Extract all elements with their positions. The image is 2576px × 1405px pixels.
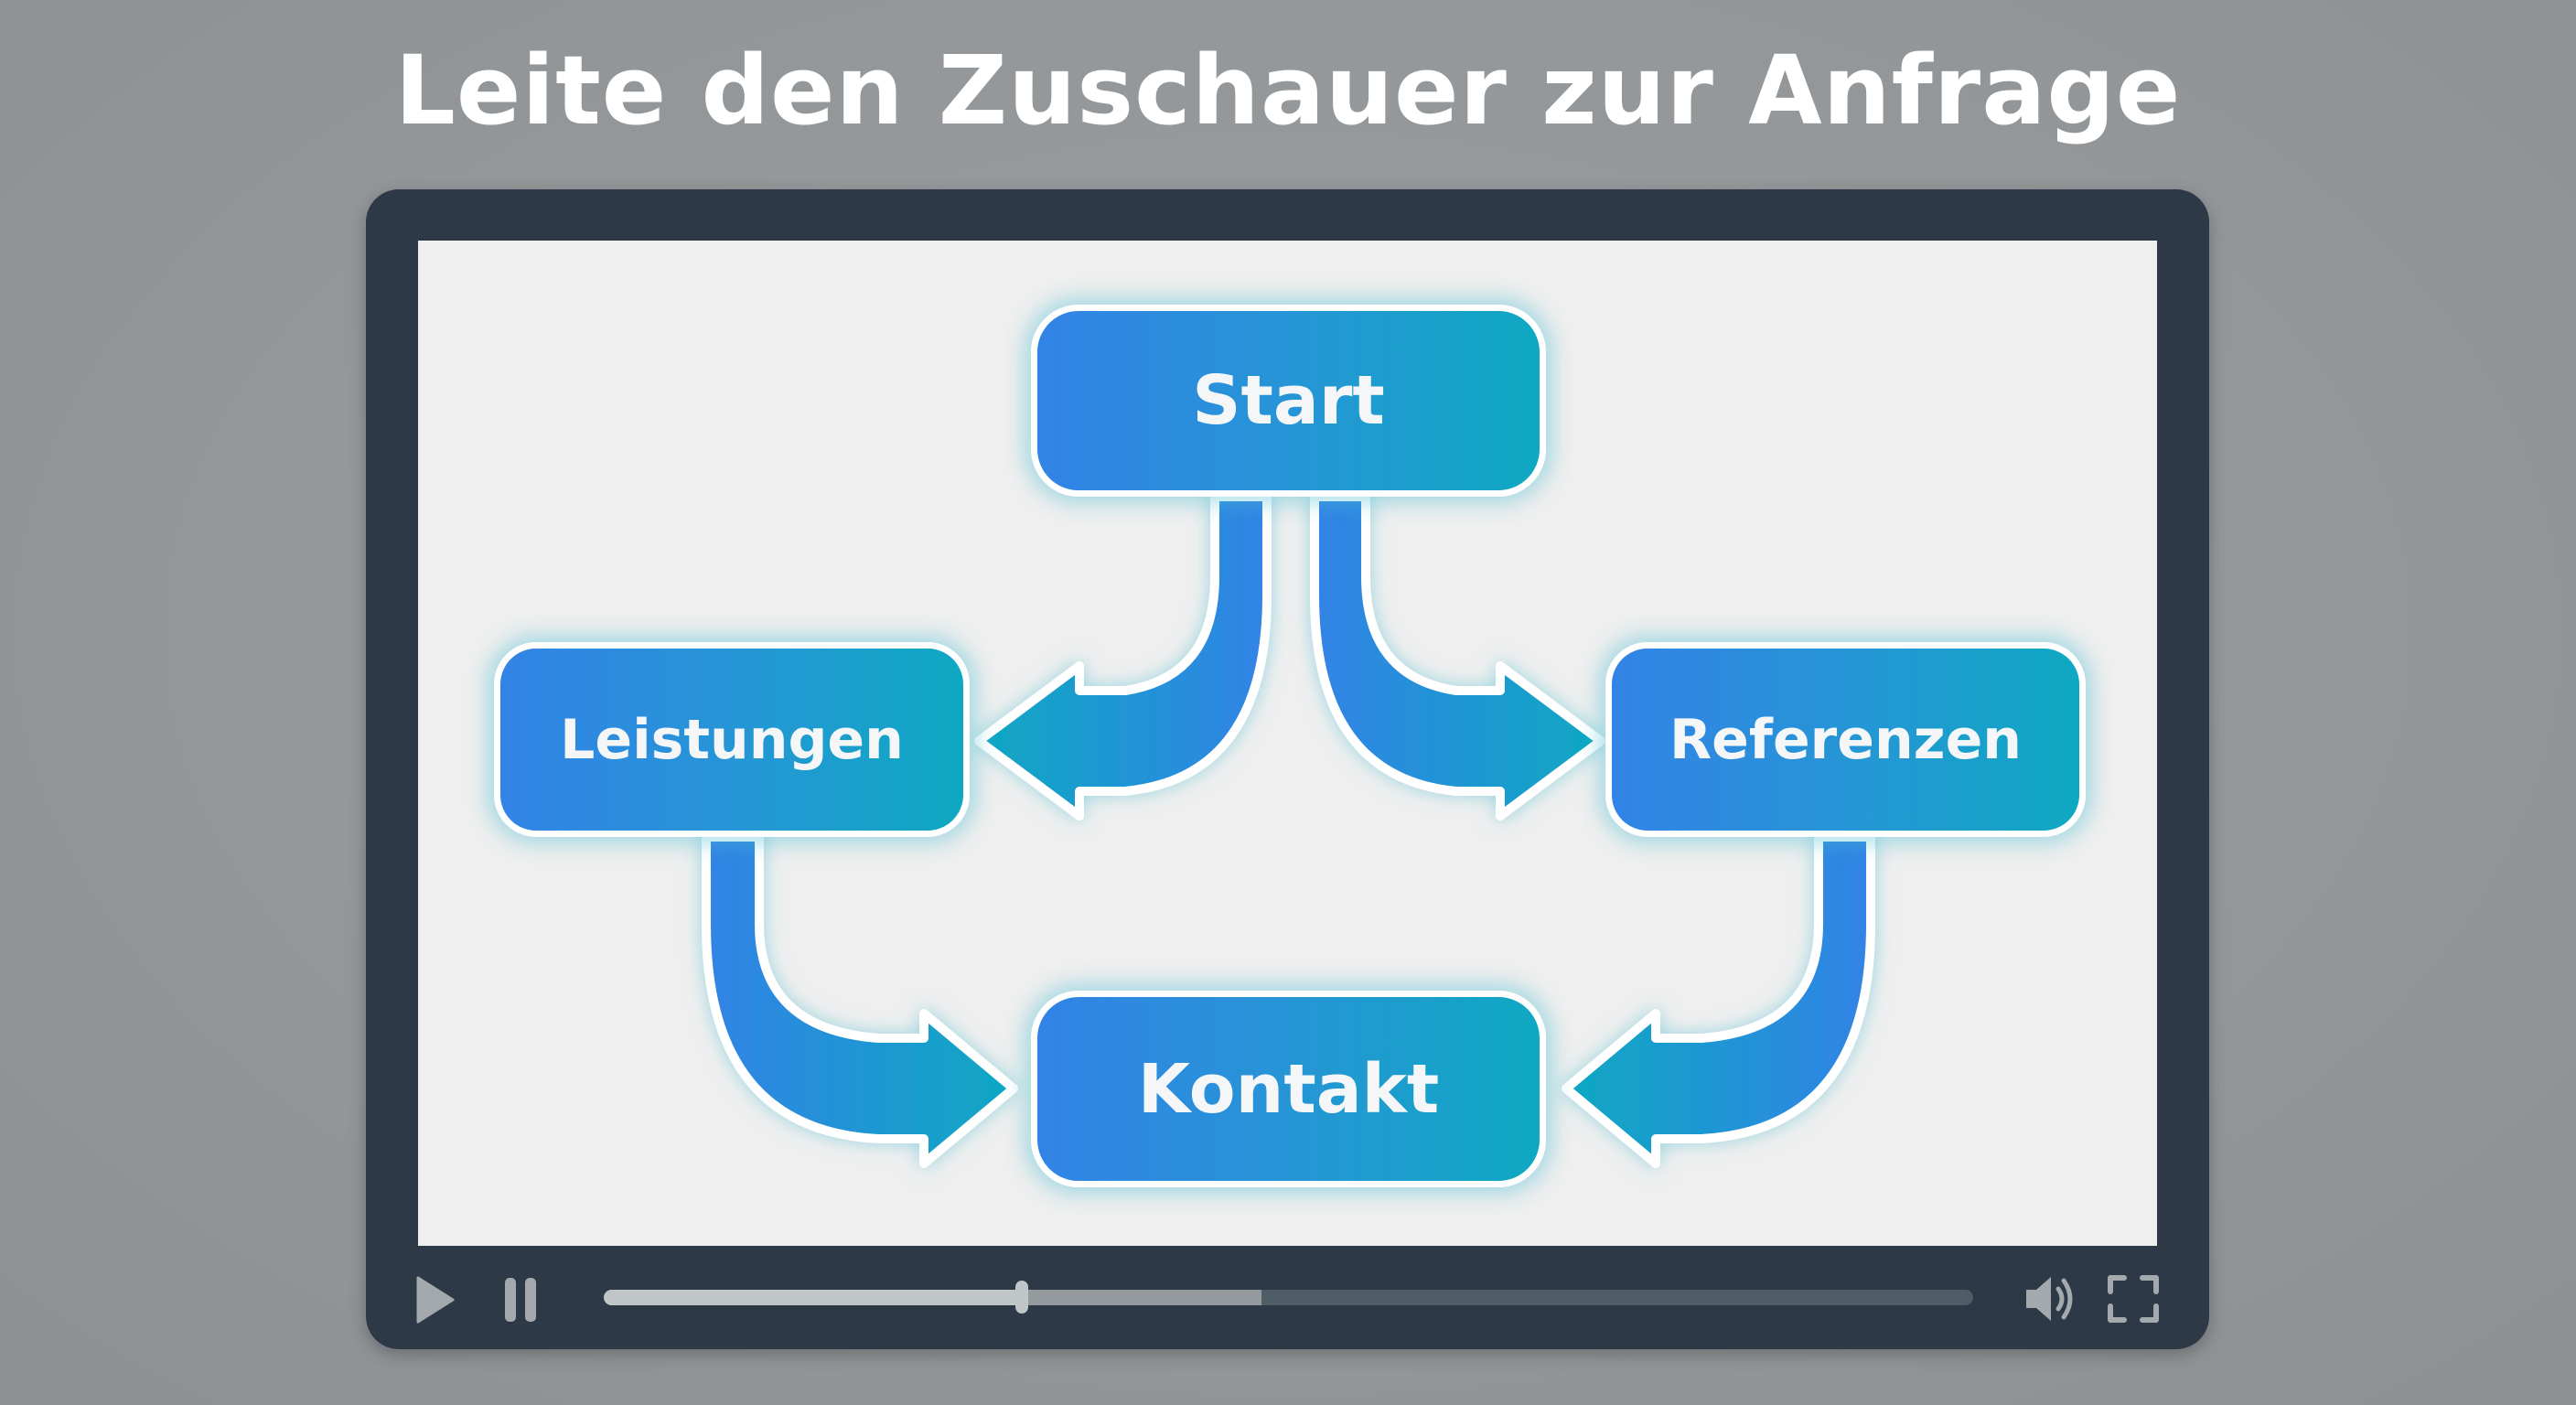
player-controls <box>366 1246 2209 1349</box>
video-screen[interactable]: Start Leistungen Referenzen Kontakt <box>418 241 2157 1246</box>
node-leistungen-label: Leistungen <box>560 707 904 772</box>
node-kontakt-label: Kontakt <box>1137 1049 1440 1129</box>
progress-thumb[interactable] <box>1015 1281 1028 1314</box>
progress-bar[interactable] <box>604 1290 1973 1305</box>
node-referenzen[interactable]: Referenzen <box>1605 642 2086 837</box>
arrow-referenzen-to-kontakt <box>1562 832 1875 1168</box>
flow-arrows <box>702 492 1875 1168</box>
node-start-label: Start <box>1192 361 1385 440</box>
node-leistungen[interactable]: Leistungen <box>494 642 970 837</box>
node-referenzen-label: Referenzen <box>1669 707 2023 772</box>
arrow-leistungen-to-kontakt <box>702 832 1018 1168</box>
page-title: Leite den Zuschauer zur Anfrage <box>394 35 2182 146</box>
fullscreen-icon[interactable] <box>2108 1275 2159 1323</box>
node-start[interactable]: Start <box>1031 305 1546 497</box>
progress-played <box>604 1290 1022 1305</box>
volume-icon[interactable] <box>2023 1273 2078 1325</box>
pause-icon[interactable] <box>503 1276 540 1324</box>
node-kontakt[interactable]: Kontakt <box>1031 991 1546 1187</box>
play-icon[interactable] <box>416 1276 456 1324</box>
video-player: Start Leistungen Referenzen Kontakt <box>366 189 2209 1349</box>
arrow-start-to-referenzen <box>1310 492 1605 820</box>
arrow-start-to-leistungen <box>974 492 1272 820</box>
